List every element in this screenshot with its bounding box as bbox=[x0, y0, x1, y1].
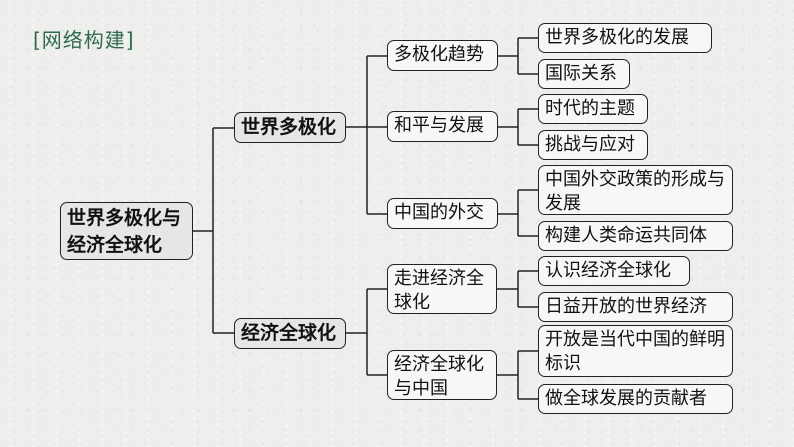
branch-node-world-multipolarization: 世界多极化 bbox=[234, 112, 346, 143]
leaf-node: 做全球发展的贡献者 bbox=[538, 384, 733, 414]
connector-l2-4 bbox=[497, 350, 538, 400]
root-node: 世界多极化与经济全球化 bbox=[60, 202, 193, 260]
connector-l2-1 bbox=[498, 108, 538, 146]
connector-branch-1 bbox=[346, 288, 387, 376]
leaf-node: 开放是当代中国的鲜明标识 bbox=[538, 325, 733, 377]
branch-node-economic-globalization: 经济全球化 bbox=[234, 318, 346, 349]
leaf-node: 认识经济全球化 bbox=[538, 256, 690, 286]
connector-root bbox=[193, 127, 234, 334]
connector-l2-0 bbox=[498, 37, 538, 75]
topic-node: 和平与发展 bbox=[387, 111, 498, 142]
leaf-node: 国际关系 bbox=[538, 59, 630, 89]
connector-branch-0 bbox=[346, 55, 387, 215]
topic-node: 经济全球化与中国 bbox=[387, 350, 497, 400]
leaf-node: 中国外交政策的形成与发展 bbox=[538, 165, 733, 215]
topic-node: 走进经济全球化 bbox=[387, 264, 497, 314]
leaf-node: 挑战与应对 bbox=[538, 130, 648, 160]
section-title: [网络构建] bbox=[33, 28, 135, 52]
connector-l2-3 bbox=[497, 270, 538, 308]
leaf-node: 构建人类命运共同体 bbox=[538, 221, 733, 251]
topic-node: 多极化趋势 bbox=[387, 40, 498, 71]
leaf-node: 世界多极化的发展 bbox=[538, 23, 712, 53]
leaf-node: 日益开放的世界经济 bbox=[538, 292, 733, 322]
connector-l2-2 bbox=[498, 189, 538, 237]
leaf-node: 时代的主题 bbox=[538, 94, 648, 124]
topic-node: 中国的外交 bbox=[387, 198, 498, 229]
